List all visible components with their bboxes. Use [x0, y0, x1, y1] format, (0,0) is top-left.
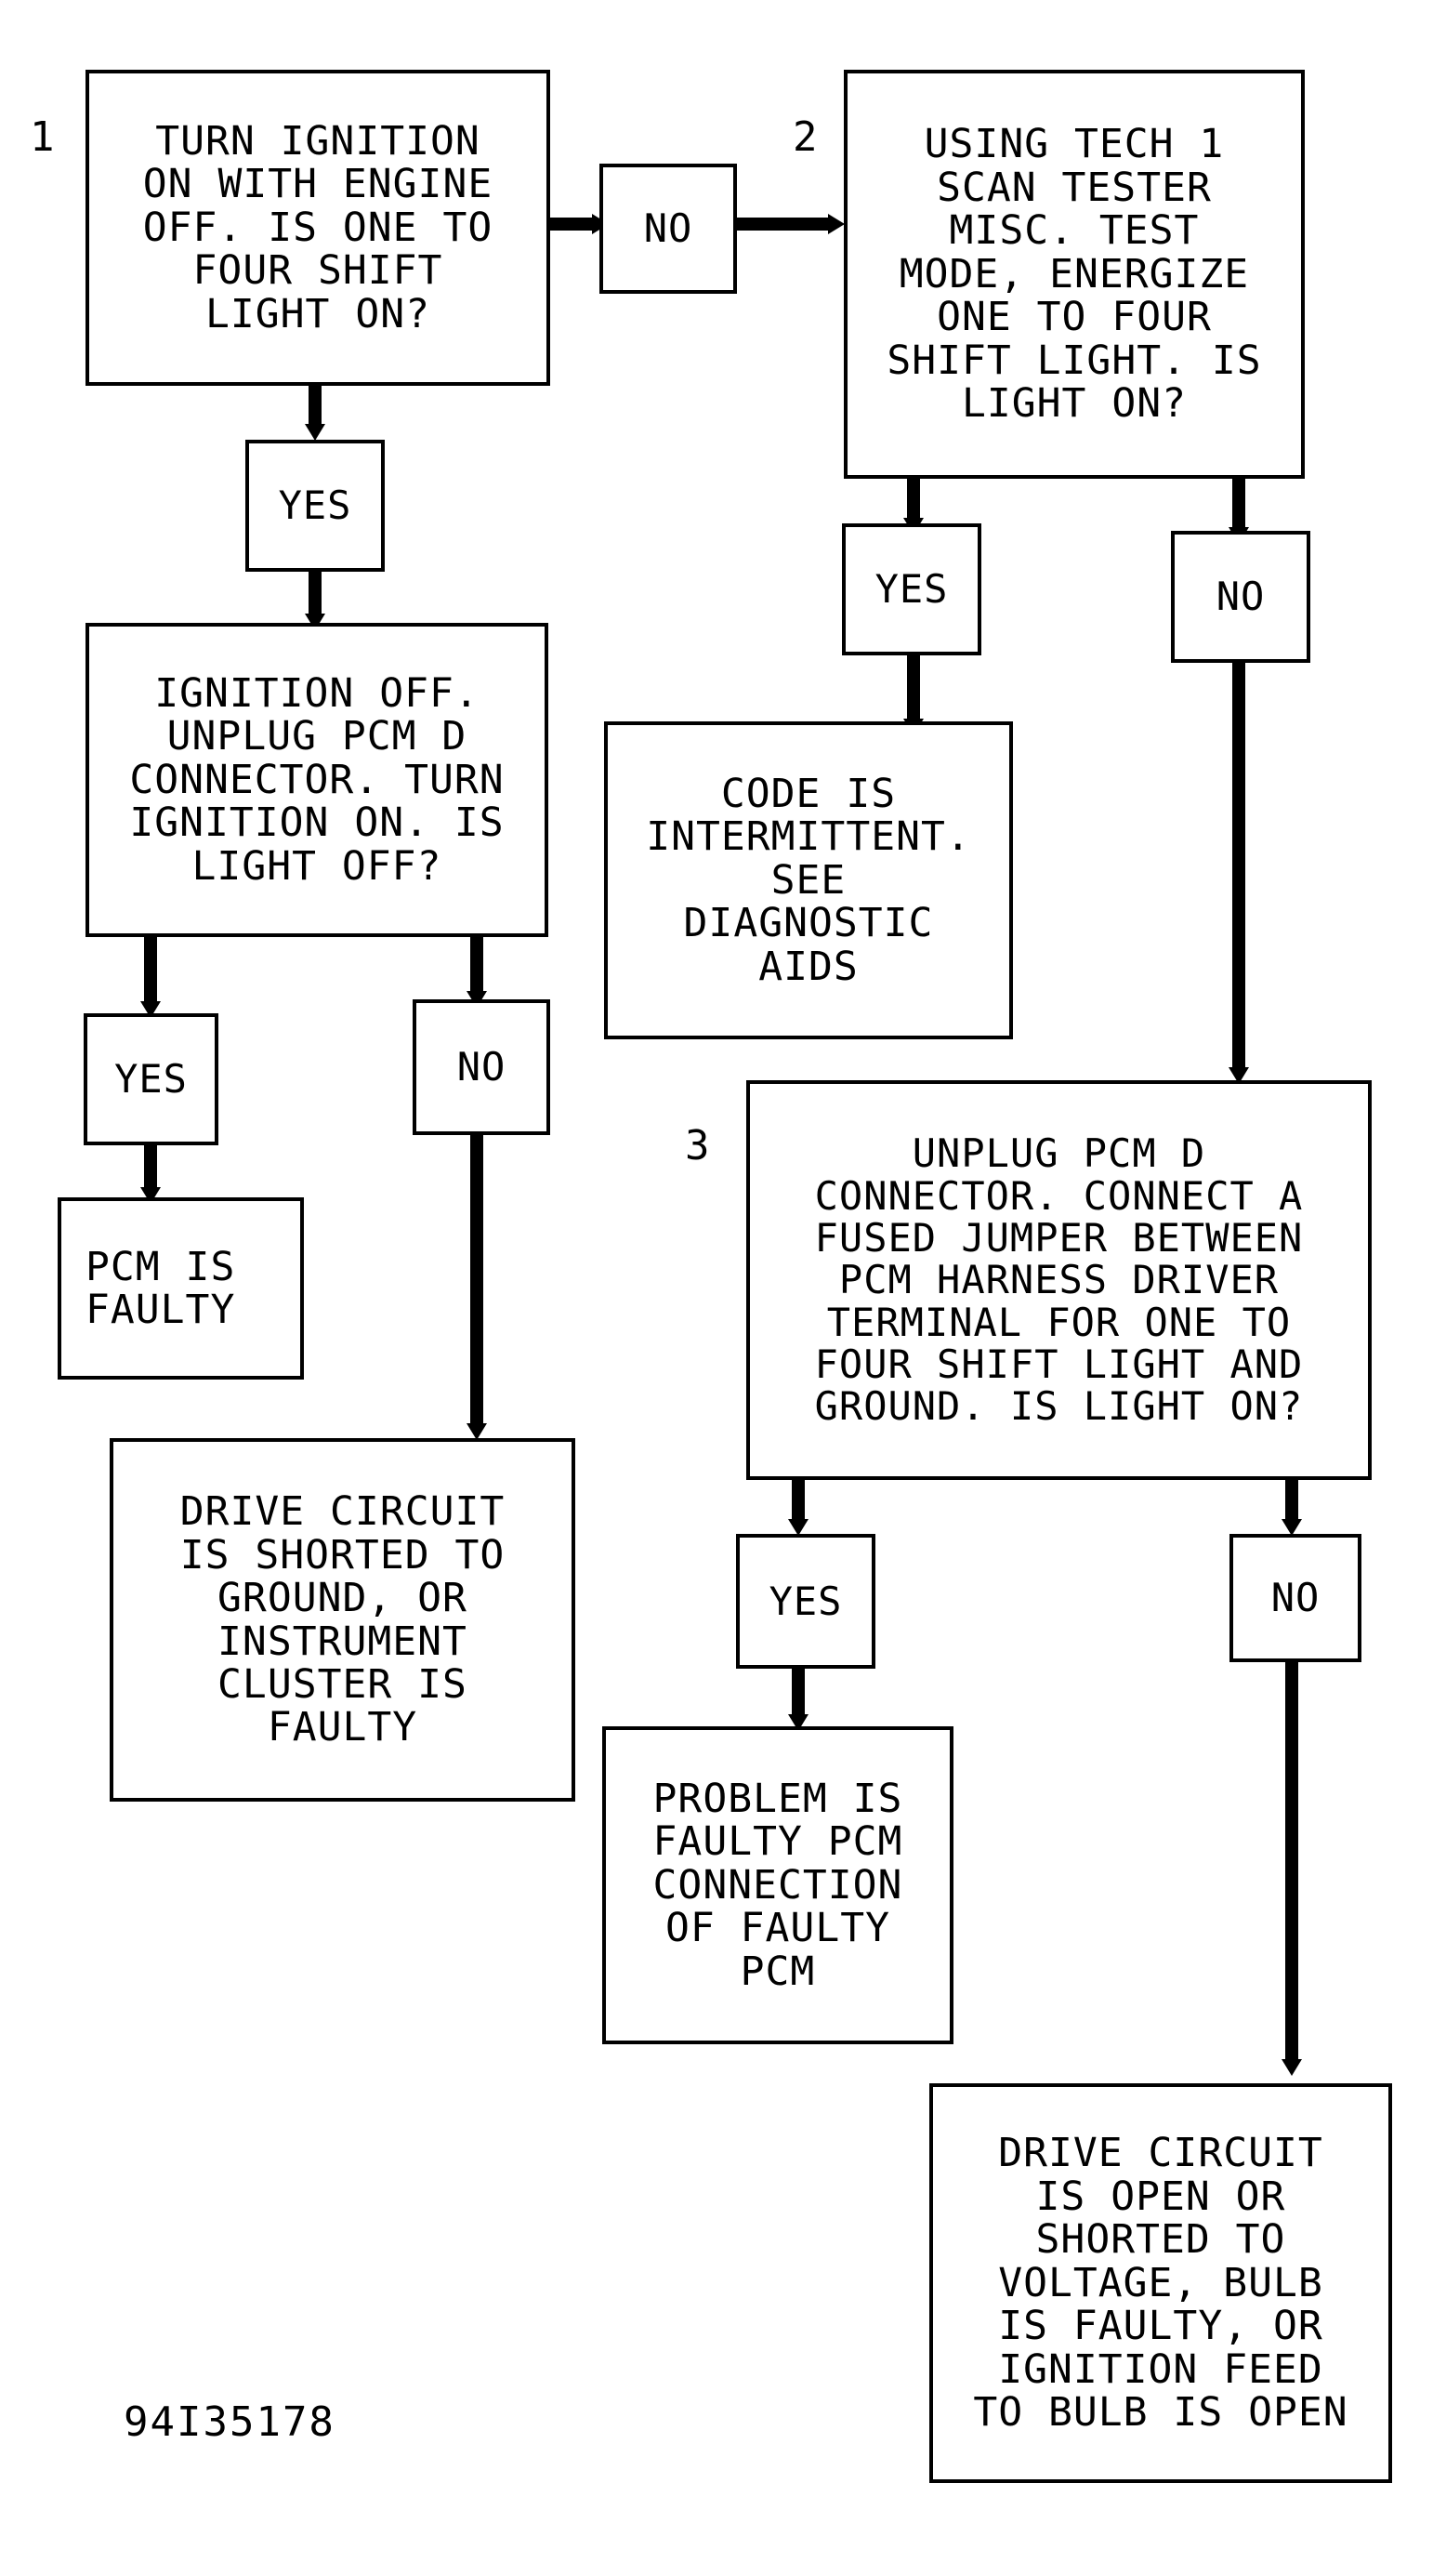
code-intermittent-text: CODE IS INTERMITTENT. SEE DIAGNOSTIC AID…	[646, 770, 971, 990]
connector-line	[1285, 1659, 1298, 2063]
problem-connection-box: PROBLEM IS FAULTY PCM CONNECTION OF FAUL…	[602, 1726, 953, 2044]
step-number-3: 3	[685, 1122, 710, 1169]
connector-line	[907, 477, 920, 522]
arrow-head	[1282, 1519, 1302, 1536]
connector-line	[548, 218, 597, 231]
step-3-question-box: UNPLUG PCM D CONNECTOR. CONNECT A FUSED …	[746, 1080, 1372, 1480]
connector-line	[470, 1132, 483, 1427]
connector-line	[792, 1666, 805, 1718]
arrow-head	[1282, 2059, 1302, 2076]
yes-label: YES	[278, 482, 352, 529]
connector-line	[734, 218, 832, 231]
yes-label-box: YES	[245, 440, 385, 572]
arrow-head	[305, 424, 325, 441]
yes-label: YES	[114, 1056, 188, 1103]
step-2-question-box: USING TECH 1 SCAN TESTER MISC. TEST MODE…	[844, 70, 1305, 479]
no-label: NO	[1270, 1575, 1321, 1621]
step-2-question-text: USING TECH 1 SCAN TESTER MISC. TEST MODE…	[887, 121, 1262, 428]
drive-shorted-box: DRIVE CIRCUIT IS SHORTED TO GROUND, OR I…	[110, 1438, 575, 1802]
arrow-head	[467, 1423, 487, 1440]
yes-label-box: YES	[84, 1013, 218, 1145]
drive-open-box: DRIVE CIRCUIT IS OPEN OR SHORTED TO VOLT…	[929, 2083, 1392, 2483]
yes-label: YES	[769, 1578, 843, 1624]
arrow-head	[1229, 1067, 1249, 1084]
drive-open-text: DRIVE CIRCUIT IS OPEN OR SHORTED TO VOLT…	[973, 2130, 1348, 2437]
no-label-box: NO	[599, 164, 737, 294]
yes-label-box: YES	[736, 1534, 875, 1669]
yes-label-box: YES	[842, 523, 981, 655]
no-label-box: NO	[1171, 531, 1310, 663]
connector-line	[144, 934, 157, 1005]
connector-line	[792, 1476, 805, 1523]
connector-line	[144, 1143, 157, 1191]
drive-shorted-text: DRIVE CIRCUIT IS SHORTED TO GROUND, OR I…	[179, 1488, 506, 1751]
connector-line	[309, 383, 322, 428]
pcm-faulty-box: PCM IS FAULTY	[58, 1197, 304, 1380]
connector-line	[907, 653, 920, 722]
code-intermittent-box: CODE IS INTERMITTENT. SEE DIAGNOSTIC AID…	[604, 721, 1013, 1039]
connector-line	[470, 934, 483, 995]
connector-line	[1232, 660, 1245, 1071]
ignition-off-question-text: IGNITION OFF. UNPLUG PCM D CONNECTOR. TU…	[129, 669, 505, 890]
no-label: NO	[643, 205, 693, 252]
connector-line	[309, 569, 322, 617]
step-number-2: 2	[793, 113, 818, 161]
problem-connection-text: PROBLEM IS FAULTY PCM CONNECTION OF FAUL…	[652, 1775, 903, 1995]
no-label: NO	[1216, 574, 1266, 620]
arrow-head	[788, 1519, 809, 1536]
ignition-off-question-box: IGNITION OFF. UNPLUG PCM D CONNECTOR. TU…	[85, 623, 548, 937]
step-number-1: 1	[30, 113, 55, 161]
connector-line	[1232, 477, 1245, 531]
pcm-faulty-text: PCM IS FAULTY	[85, 1243, 236, 1333]
step-3-question-text: UNPLUG PCM D CONNECTOR. CONNECT A FUSED …	[814, 1130, 1304, 1430]
no-label-box: NO	[413, 999, 550, 1135]
arrow-head	[828, 214, 845, 234]
figure-code: 94I35178	[124, 2398, 335, 2446]
no-label-box: NO	[1229, 1534, 1361, 1662]
yes-label: YES	[874, 566, 949, 613]
no-label: NO	[456, 1044, 506, 1090]
step-1-question-text: TURN IGNITION ON WITH ENGINE OFF. IS ONE…	[142, 117, 493, 337]
connector-line	[1285, 1476, 1298, 1523]
step-1-question-box: TURN IGNITION ON WITH ENGINE OFF. IS ONE…	[85, 70, 550, 386]
